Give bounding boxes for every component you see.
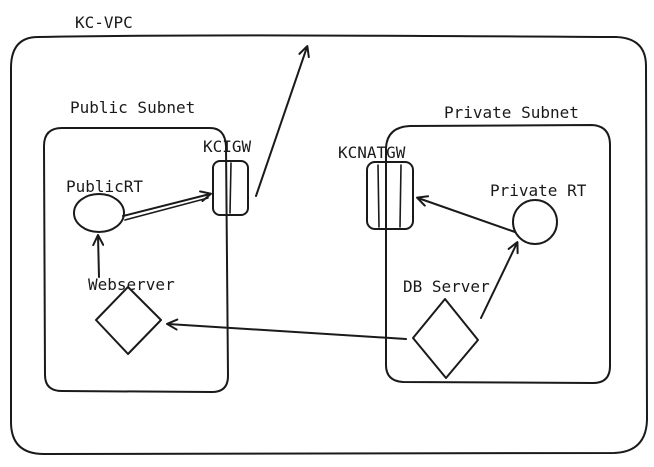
arrow-public-rt-to-igw-stroke xyxy=(124,197,209,221)
nat-gateway-divider-left xyxy=(377,164,380,228)
db-server-node xyxy=(412,298,479,379)
nat-gateway-box xyxy=(366,161,414,230)
vpc-boundary xyxy=(10,34,648,455)
arrow-webserver-to-public-rt xyxy=(92,234,105,278)
internet-gateway-box xyxy=(212,160,249,216)
arrow-db-server-to-webserver xyxy=(166,318,407,340)
arrow-public-rt-to-igw xyxy=(122,190,212,217)
nat-gateway-label: KCNATGW xyxy=(338,143,406,162)
private-route-table-node xyxy=(512,199,558,245)
private-subnet-label: Private Subnet xyxy=(444,103,579,122)
public-subnet-label: Public Subnet xyxy=(70,98,195,117)
arrow-private-rt-to-natgw xyxy=(416,195,516,233)
public-route-table-node xyxy=(73,193,125,233)
webserver-label: Webserver xyxy=(88,275,175,294)
vpc-label: KC-VPC xyxy=(75,13,133,32)
db-server-label: DB Server xyxy=(403,277,490,296)
public-subnet-boundary xyxy=(43,127,229,393)
webserver-node xyxy=(95,286,162,355)
arrow-igw-to-internet xyxy=(255,45,310,197)
public-route-table-label: PublicRT xyxy=(66,177,143,196)
private-route-table-label: Private RT xyxy=(490,181,587,200)
nat-gateway-divider-right xyxy=(399,164,402,228)
internet-gateway-divider xyxy=(229,162,232,214)
arrow-db-server-to-private-rt xyxy=(480,241,519,319)
internet-gateway-label: KCIGW xyxy=(203,137,252,156)
private-subnet-boundary xyxy=(385,124,611,384)
